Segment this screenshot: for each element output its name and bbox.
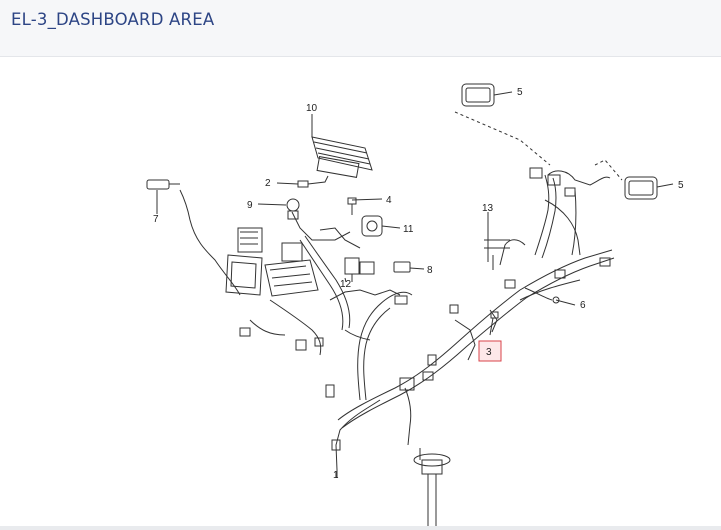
page-title: EL-3_DASHBOARD AREA (11, 10, 215, 29)
callout-6: 6 (580, 300, 586, 311)
fuse-box (264, 242, 319, 297)
callout-9: 9 (247, 200, 253, 211)
bottom-sender (331, 439, 451, 528)
callout-5-right: 5 (678, 180, 684, 191)
callout-12: 12 (340, 279, 352, 290)
callout-7: 7 (153, 214, 159, 225)
callout-10: 10 (306, 103, 318, 114)
roof-harness (454, 111, 623, 301)
leader-lines (156, 91, 674, 478)
part-10-panel (311, 136, 373, 178)
ecu-block (225, 227, 263, 296)
instrument-harness (179, 189, 401, 356)
callout-13: 13 (482, 203, 494, 214)
part-7-bolt (146, 179, 180, 210)
callout-11: 11 (403, 224, 414, 235)
page-header: EL-3_DASHBOARD AREA (0, 0, 721, 57)
misc-connectors (239, 167, 611, 398)
callout-8: 8 (427, 265, 433, 276)
bottom-divider (0, 526, 721, 530)
callout-5-top: 5 (517, 87, 523, 98)
part-6-wire (524, 287, 560, 304)
callout-1: 1 (333, 470, 339, 481)
part-13-bracket (484, 218, 510, 270)
main-harness (335, 249, 615, 471)
callout-2: 2 (265, 178, 271, 189)
part-11-connector (361, 215, 383, 237)
callout-3: 3 (486, 347, 492, 358)
small-parts (286, 175, 357, 220)
part-12-connector (344, 257, 375, 282)
part-3-branch (399, 309, 499, 391)
callout-4: 4 (386, 195, 392, 206)
part-8-connector (393, 261, 411, 273)
callout-3-highlight[interactable] (478, 340, 502, 362)
